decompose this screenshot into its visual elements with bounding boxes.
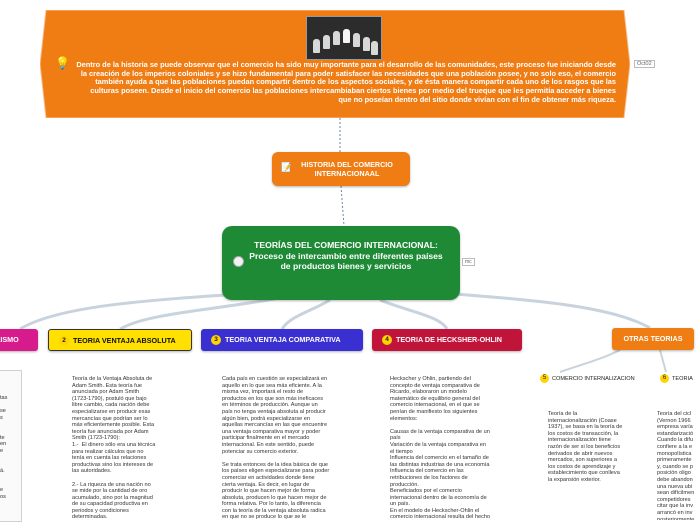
branch-ventaja-absoluta[interactable]: 2 TEORIA VENTAJA ABSOLUTA xyxy=(48,329,192,351)
note-icon: 📝 xyxy=(281,162,293,172)
branch-otras-teorias[interactable]: OTRAS TEORIAS xyxy=(612,328,694,350)
branch-heckscher-ohlin[interactable]: 4 TEORIA DE HECKSHER-OHLIN xyxy=(372,329,522,351)
clock-icon xyxy=(233,256,244,267)
banner-tag[interactable]: Oct02 xyxy=(634,60,655,68)
branch-label: TEORIA VENTAJA ABSOLUTA xyxy=(73,336,176,345)
banner-text: Dentro de la historia se puede observar … xyxy=(76,60,616,104)
connector-history-central xyxy=(340,185,345,227)
number-badge: 2 xyxy=(59,336,69,347)
sub-branch-label: COMERCIO INTERNALIZACION xyxy=(552,375,635,382)
history-banner[interactable]: 💡 Dentro de la historia se puede observa… xyxy=(40,10,630,118)
banner-shape xyxy=(40,10,630,118)
connector-central-comp xyxy=(280,298,331,330)
branch-label: ILISMO xyxy=(0,335,19,344)
branch-mercantilismo[interactable]: ILISMO xyxy=(0,329,38,351)
number-badge: 6 xyxy=(660,374,669,383)
connector-central-abs xyxy=(119,294,291,331)
connector-otras-sub5 xyxy=(559,349,621,373)
central-topic-node[interactable]: TEORÍAS DEL COMERCIO INTERNACIONAL: Proc… xyxy=(222,226,460,300)
branch-label: TEORIA DE HECKSHER-OHLIN xyxy=(396,335,502,344)
history-node-label: HISTORIA DEL COMERCIO INTERNACIONAAL xyxy=(301,160,393,178)
central-topic-label: TEORÍAS DEL COMERCIO INTERNACIONAL: Proc… xyxy=(249,240,443,271)
central-tag[interactable]: mc xyxy=(462,258,475,266)
branch-ventaja-comparativa[interactable]: 3 TEORIA VENTAJA COMPARATIVA xyxy=(201,329,363,351)
connector-central-heck xyxy=(379,298,449,330)
lightbulb-icon: 💡 xyxy=(55,56,70,70)
number-badge: 4 xyxy=(382,335,392,346)
branch-label: TEORIA VENTAJA COMPARATIVA xyxy=(225,335,341,344)
sub-branch-label: TEORIA xyxy=(672,375,693,382)
number-badge: 3 xyxy=(211,335,221,346)
theory6-text: Teoría del cicl (Vernon 1966 empresa var… xyxy=(657,411,695,520)
number-badge: 5 xyxy=(540,374,549,383)
left-panel-text: tas se s te en e á. e os xyxy=(0,395,8,500)
chess-image xyxy=(306,16,382,60)
branch-label: OTRAS TEORIAS xyxy=(623,334,683,343)
ventaja-absoluta-text: Teoría de la Ventaja Absoluta de Adam Sm… xyxy=(72,376,156,520)
connector-otras-sub6 xyxy=(659,349,667,373)
history-node[interactable]: 📝 HISTORIA DEL COMERCIO INTERNACIONAAL xyxy=(272,152,410,186)
heckscher-ohlin-text: Heckscher y Ohlin, partiendo del concept… xyxy=(390,376,491,520)
connector-central-otras xyxy=(429,290,651,330)
ventaja-comparativa-text: Cada país en cuestión se especializará e… xyxy=(222,376,330,520)
internalizacion-text: Teoría de la internacionalización (Coase… xyxy=(548,411,623,483)
